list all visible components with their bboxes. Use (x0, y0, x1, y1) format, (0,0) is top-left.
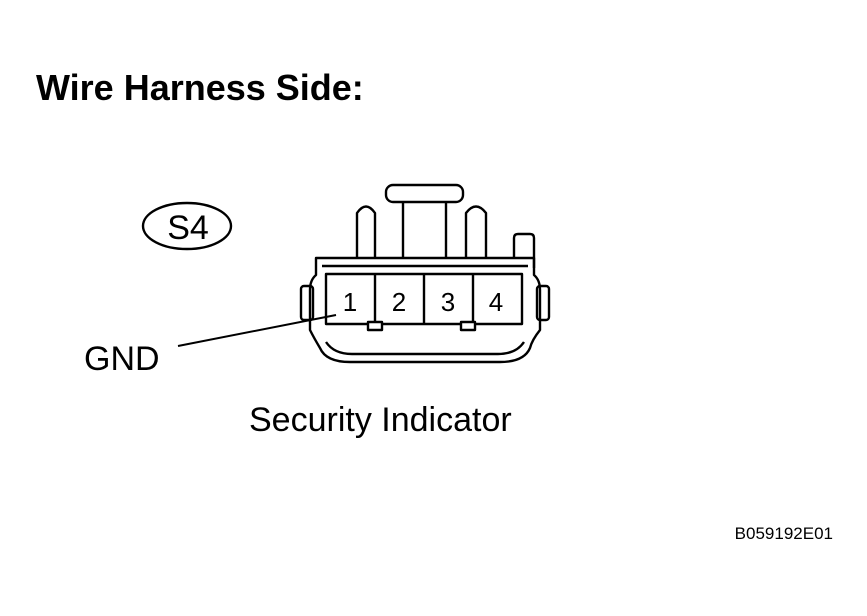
key-notch-left (366, 320, 384, 332)
pin-number-2: 2 (392, 287, 406, 317)
housing-bottom-contour (325, 341, 525, 356)
lock-stem (401, 202, 448, 258)
pin-dividers (373, 274, 475, 324)
housing-outline (308, 256, 542, 364)
key-notch-right (459, 320, 477, 332)
connector-body (299, 183, 551, 364)
heading: Wire Harness Side: (36, 67, 364, 108)
pin-label-gnd: GND (84, 340, 160, 378)
guide-post-left (355, 205, 377, 258)
pin-number-3: 3 (441, 287, 455, 317)
connector-code-badge: S4 (141, 201, 233, 251)
connector-name: Security Indicator (249, 401, 512, 439)
guide-post-right (464, 205, 488, 258)
figure-code: B059192E01 (734, 524, 833, 543)
side-latch (512, 232, 536, 268)
lock-tab (384, 183, 465, 204)
pin-number-1: 1 (343, 287, 357, 317)
connector-code: S4 (167, 209, 209, 247)
connector-code-ellipse (141, 201, 233, 251)
pin-number-4: 4 (489, 287, 503, 317)
side-tab-right (535, 284, 551, 322)
gnd-leader-line (177, 314, 337, 347)
